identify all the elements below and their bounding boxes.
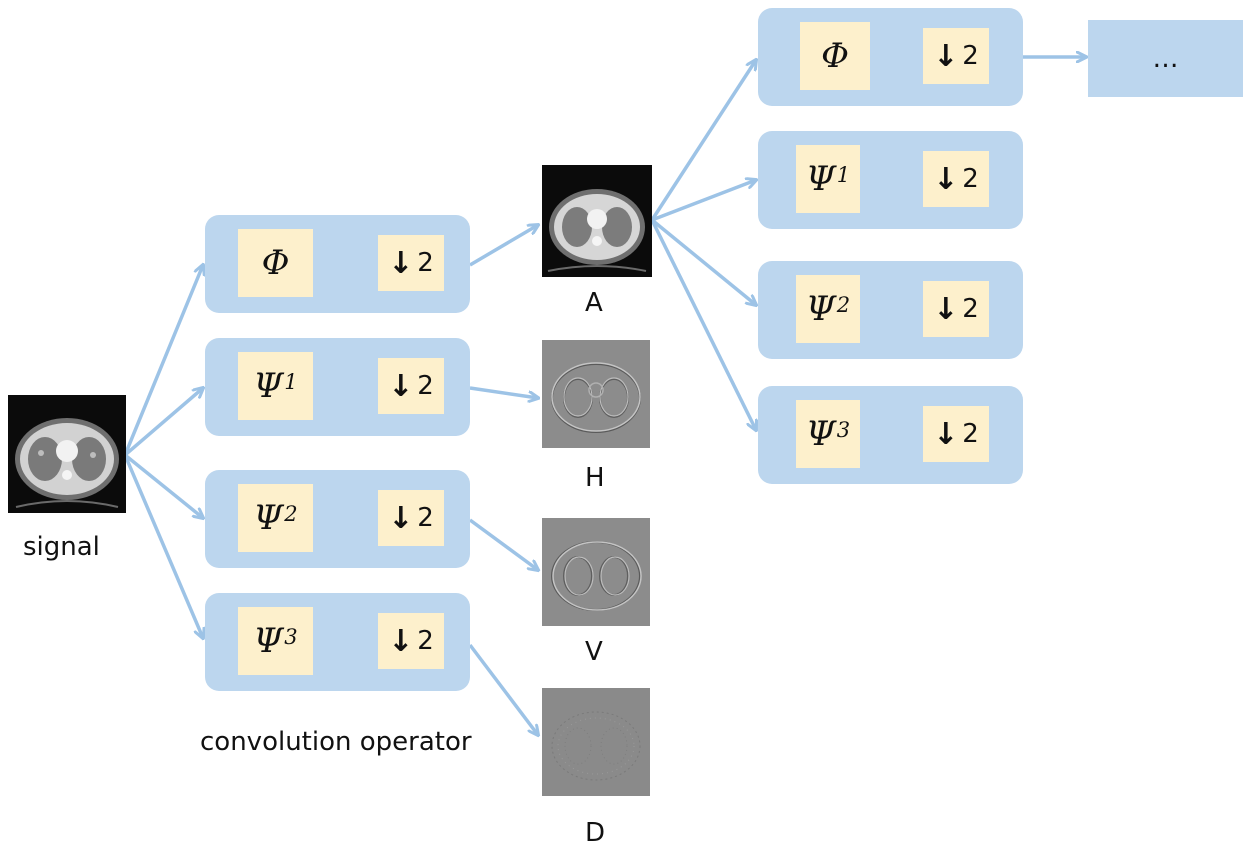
psi1-superscript: 1 [836,163,851,187]
arrow-A-to-phi2 [650,60,756,221]
downsample-box: ↓ 2 [923,406,989,462]
downsample-box: ↓ 2 [378,235,444,291]
signal-label: signal [23,532,100,562]
arrow-psi1-to-H [469,386,538,398]
output-label-A: A [585,288,603,318]
psi2-superscript: 2 [836,293,851,317]
downsample-factor: 2 [962,294,979,324]
psi1-symbol: Ψ [805,159,836,199]
level2-phi-block: Φ ↓ 2 [758,8,1023,106]
downsample-box: ↓ 2 [923,28,989,84]
detail-image-V [542,518,650,626]
arrow-signal-to-psi2 [123,453,203,518]
downsample-box: ↓ 2 [923,281,989,337]
down-arrow-icon: ↓ [933,161,959,197]
psi2-symbol: Ψ [805,289,836,329]
down-arrow-icon: ↓ [933,291,959,327]
phi-symbol: Φ [261,243,290,283]
psi3-symbol: Ψ [253,621,284,661]
down-arrow-icon: ↓ [388,368,414,404]
ellipsis-label: … [1152,43,1179,74]
psi1-superscript: 1 [284,370,298,394]
downsample-factor: 2 [417,626,434,656]
signal-ct-image [8,395,126,513]
down-arrow-icon: ↓ [388,623,414,659]
down-arrow-icon: ↓ [388,500,414,536]
arrow-A-to-psi1-2 [651,180,756,222]
downsample-factor: 2 [962,419,979,449]
arrow-A-to-psi2-2 [650,218,756,305]
level1-phi-block: Φ ↓ 2 [205,215,470,313]
downsample-box: ↓ 2 [923,151,989,207]
arrow-A-to-psi3-2 [650,219,756,430]
psi2-superscript: 2 [284,502,298,526]
psi3-symbol: Ψ [805,414,836,454]
downsample-box: ↓ 2 [378,358,444,414]
output-label-D: D [585,818,606,848]
arrow-psi2-to-V [468,518,538,570]
arrow-signal-to-psi3 [123,454,203,638]
psi2-symbol: Ψ [253,498,284,538]
downsample-factor: 2 [962,41,979,71]
output-label-V: V [585,637,603,667]
arrow-signal-to-phi [123,265,203,456]
phi-filter: Φ [238,229,313,297]
arrow-signal-to-psi1 [123,388,203,457]
phi-filter: Φ [800,22,870,90]
psi1-symbol: Ψ [253,366,284,406]
downsample-factor: 2 [962,164,979,194]
approximation-image-A [542,165,652,277]
down-arrow-icon: ↓ [388,245,414,281]
detail-image-D [542,688,650,796]
arrow-psi3-to-D [468,643,538,735]
down-arrow-icon: ↓ [933,38,959,74]
continuation-box: … [1088,20,1243,97]
downsample-factor: 2 [417,248,434,278]
down-arrow-icon: ↓ [933,416,959,452]
downsample-box: ↓ 2 [378,613,444,669]
detail-image-H [542,340,650,448]
psi3-superscript: 3 [284,625,298,649]
downsample-box: ↓ 2 [378,490,444,546]
downsample-factor: 2 [417,371,434,401]
arrow-phi-to-A [469,225,538,267]
psi3-superscript: 3 [836,418,851,442]
output-label-H: H [585,463,605,493]
convolution-operator-label: convolution operator [200,727,472,757]
phi-symbol: Φ [821,36,849,76]
downsample-factor: 2 [417,503,434,533]
